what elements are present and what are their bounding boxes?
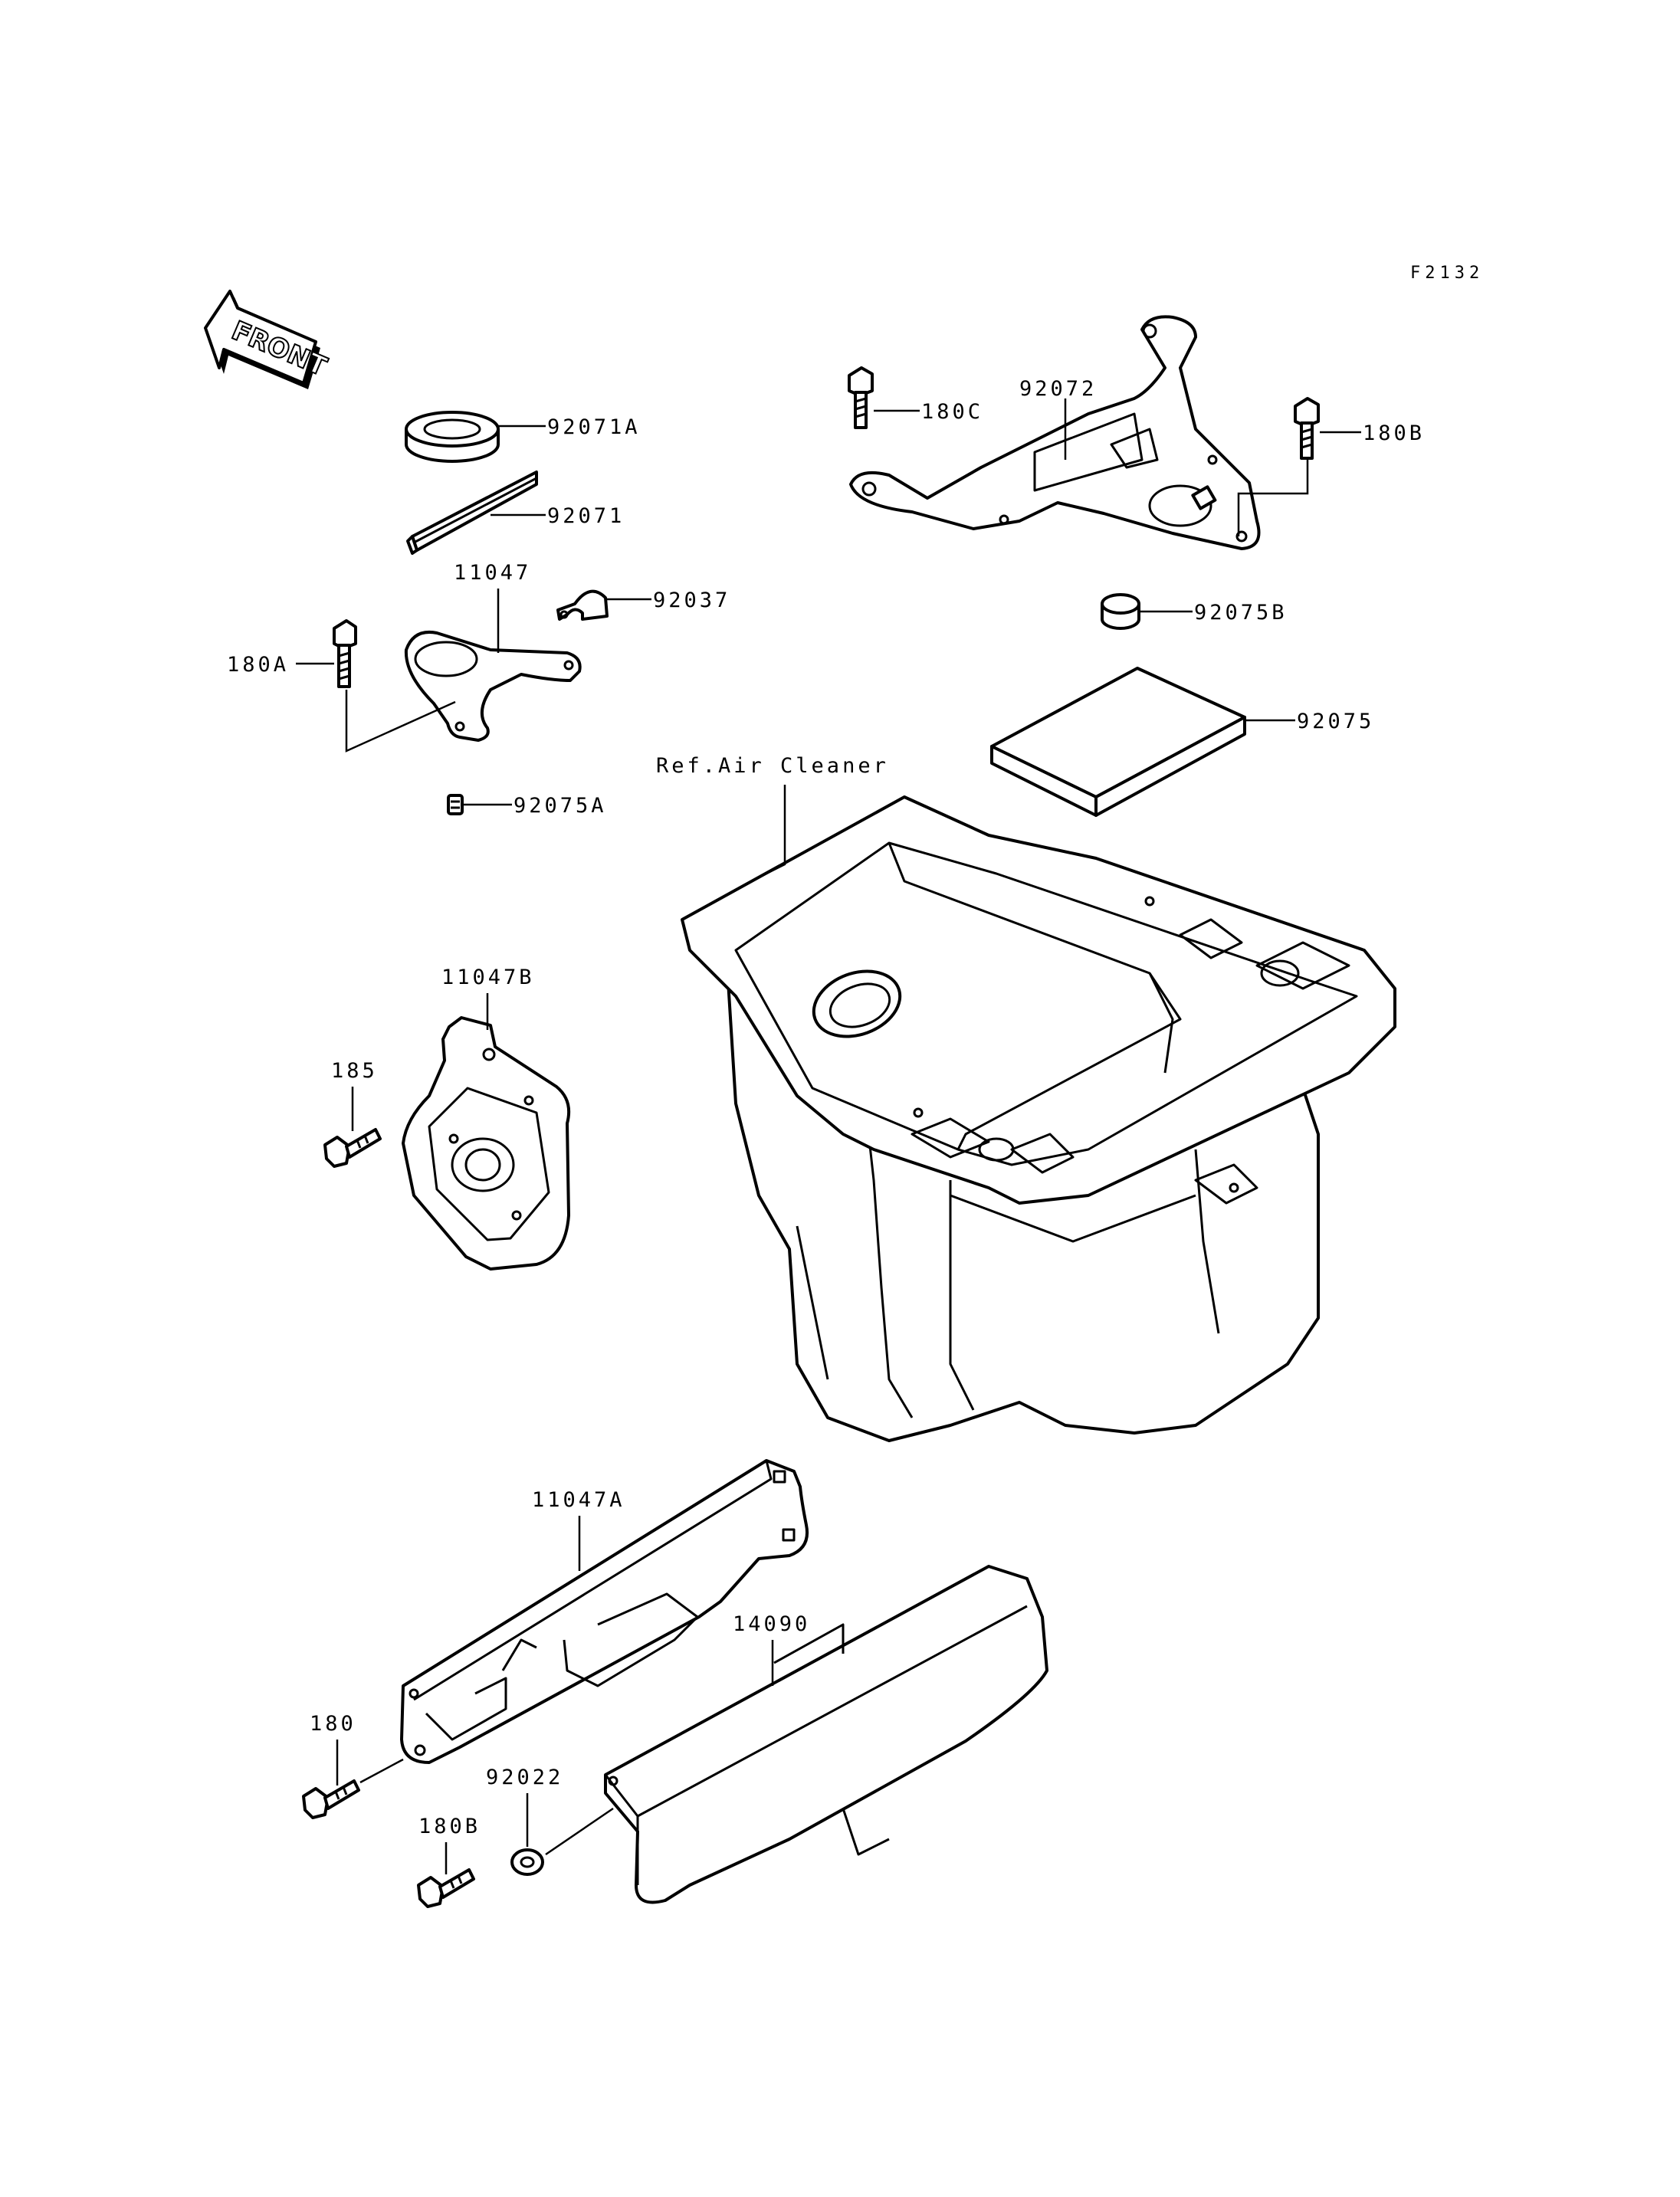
label-11047: 11047 bbox=[454, 561, 531, 585]
part-92022-washer bbox=[510, 1848, 544, 1876]
part-92071A-ring bbox=[405, 411, 500, 463]
part-11047A-bracket bbox=[400, 1459, 809, 1764]
label-180: 180 bbox=[310, 1712, 356, 1736]
part-11047-bracket bbox=[404, 631, 582, 742]
label-180B-bottom: 180B bbox=[418, 1815, 481, 1838]
label-180B-top: 180B bbox=[1363, 421, 1425, 445]
label-14090: 14090 bbox=[733, 1612, 810, 1636]
part-92037-clamp bbox=[556, 589, 609, 621]
part-92075A-grommet bbox=[447, 794, 464, 815]
part-92071-strip bbox=[406, 471, 538, 555]
air-cleaner-housing bbox=[681, 795, 1396, 1442]
part-180A-bolt bbox=[333, 619, 357, 688]
part-185-bolt bbox=[323, 1128, 382, 1168]
part-11047B-bracket bbox=[402, 1016, 571, 1271]
part-92075-pad bbox=[990, 667, 1246, 817]
label-92075B: 92075B bbox=[1194, 601, 1288, 625]
part-92072-bracket bbox=[849, 315, 1261, 550]
label-180C: 180C bbox=[921, 400, 983, 424]
label-92022: 92022 bbox=[486, 1766, 563, 1789]
figure-id: F2132 bbox=[1410, 264, 1484, 283]
part-92075B-grommet bbox=[1101, 593, 1140, 630]
label-92037: 92037 bbox=[653, 589, 730, 612]
part-14090-cover bbox=[604, 1565, 1048, 1904]
label-11047B: 11047B bbox=[441, 966, 535, 989]
part-180B-top-bolt bbox=[1294, 397, 1320, 460]
label-92075A: 92075A bbox=[514, 794, 607, 818]
label-ref-air-cleaner: Ref.Air Cleaner bbox=[656, 754, 889, 778]
label-11047A: 11047A bbox=[532, 1488, 625, 1512]
part-180-bolt bbox=[302, 1779, 360, 1819]
label-180A: 180A bbox=[227, 653, 289, 677]
part-180C-bolt bbox=[848, 366, 874, 429]
part-180B-bottom-bolt bbox=[417, 1868, 475, 1908]
label-92071: 92071 bbox=[547, 504, 625, 528]
label-185: 185 bbox=[331, 1059, 378, 1083]
front-arrow-icon: FRONT bbox=[204, 290, 332, 389]
label-92072: 92072 bbox=[1019, 377, 1097, 401]
label-92071A: 92071A bbox=[547, 415, 641, 439]
label-92075: 92075 bbox=[1297, 710, 1374, 733]
